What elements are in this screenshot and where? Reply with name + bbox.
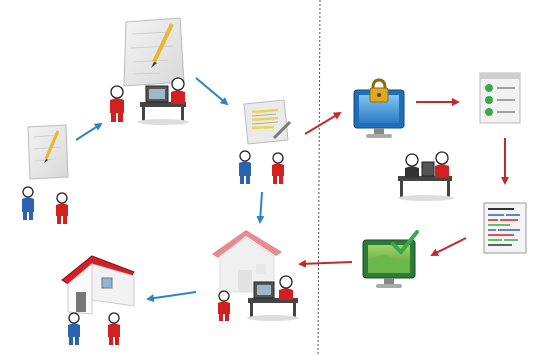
house-faded-icon <box>212 230 282 293</box>
arrow-icon <box>430 237 467 256</box>
arrow-icon <box>298 259 353 268</box>
desk-computer-icon <box>137 77 189 125</box>
draft-paper-icon <box>27 124 69 180</box>
person-red-icon <box>108 312 120 345</box>
monitor-check-icon <box>362 230 419 288</box>
arrow-icon <box>256 191 265 224</box>
arrow-icon <box>146 291 197 303</box>
arrow-icon <box>304 111 342 135</box>
draft-paper-icon <box>123 17 185 87</box>
person-blue-icon <box>68 312 80 345</box>
code-sheet-icon <box>483 202 527 254</box>
house-red-icon <box>61 255 135 315</box>
person-red-icon <box>56 192 68 224</box>
checklist-icon <box>479 72 521 124</box>
person-red-icon <box>218 290 230 321</box>
desk-computer-icon <box>398 151 454 201</box>
person-blue-icon <box>22 186 34 220</box>
divider-line <box>317 0 321 355</box>
arrow-icon <box>195 77 229 106</box>
document-pen-icon <box>243 99 292 145</box>
monitor-lock-icon <box>353 78 405 138</box>
person-red-icon <box>272 152 284 184</box>
person-blue-icon <box>239 150 251 184</box>
arrow-icon <box>75 122 103 141</box>
desk-computer-icon <box>247 275 299 321</box>
person-red-icon <box>110 85 124 122</box>
